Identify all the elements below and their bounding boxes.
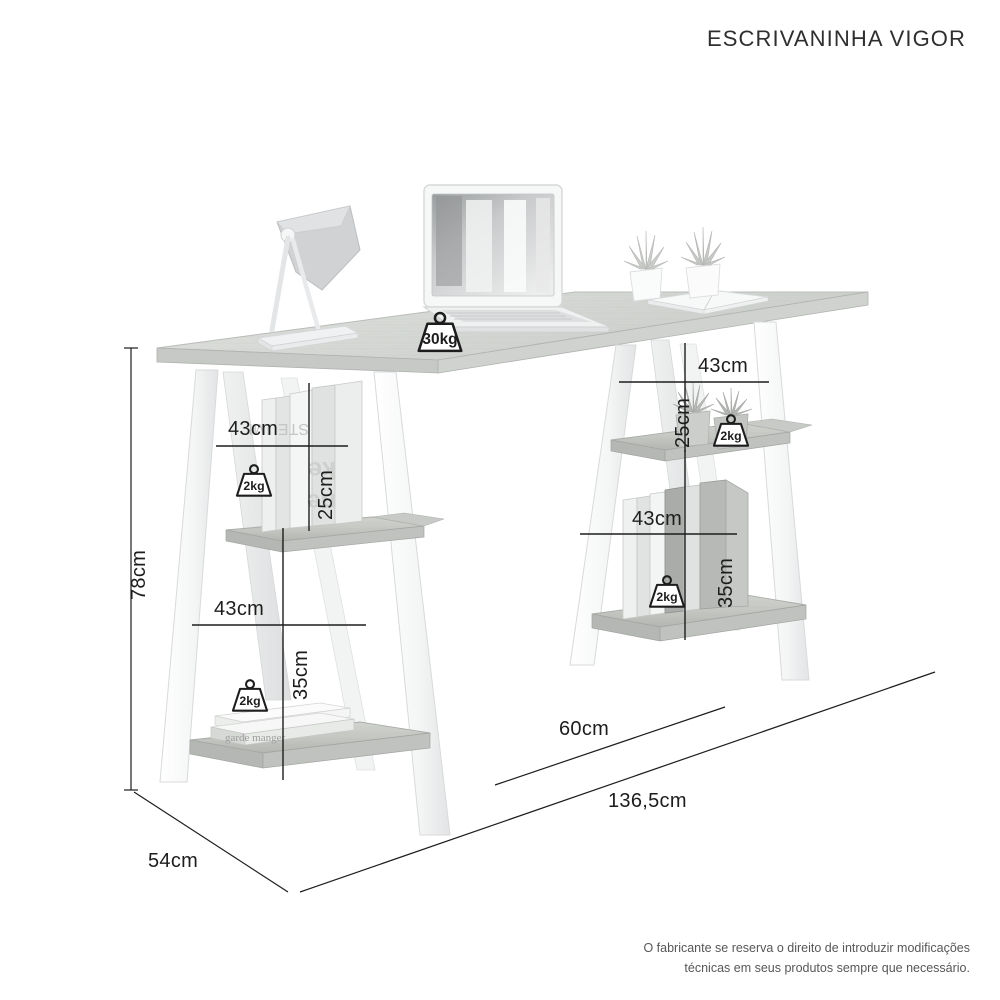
- disclaimer-line-1: O fabricante se reserva o direito de int…: [643, 941, 970, 956]
- dimension-left-upper-width: 43cm: [228, 418, 279, 440]
- weight-badge-left-lower: 2kg: [227, 678, 273, 714]
- left-upper-shelf: [225, 512, 445, 553]
- dimension-lines: [124, 343, 936, 893]
- svg-text:garde manger: garde manger: [225, 732, 285, 744]
- dimension-right-upper-height: 25cm: [672, 397, 694, 448]
- left-trestle: STEUMI ke ne garde manger: [159, 369, 451, 836]
- desktop-plants: [623, 226, 726, 302]
- dimension-total-height: 78cm: [128, 549, 150, 600]
- dimension-left-lower-height: 35cm: [290, 649, 312, 700]
- weight-badge-left-upper-label: 2kg: [243, 479, 264, 493]
- dimension-right-lower-height: 35cm: [715, 557, 737, 608]
- left-lower-shelf: [189, 721, 431, 769]
- svg-text:ke: ke: [308, 456, 336, 484]
- dimension-right-lower-width: 43cm: [632, 508, 683, 530]
- manufacturer-disclaimer: O fabricante se reserva o direito de int…: [643, 939, 970, 978]
- weight-badge-desktop-label: 30kg: [422, 331, 457, 348]
- svg-text:ne: ne: [307, 488, 336, 516]
- dimension-right-upper-width: 43cm: [698, 355, 749, 377]
- weight-badge-right-upper-label: 2kg: [720, 429, 741, 443]
- right-trestle: [569, 321, 813, 681]
- dimension-left-upper-height: 25cm: [315, 469, 337, 520]
- left-upper-books: STEUMI ke ne: [249, 380, 363, 533]
- weight-badge-right-lower-label: 2kg: [656, 590, 677, 604]
- laptop-computer: [422, 184, 611, 333]
- weight-badge-desktop: 30kg: [411, 310, 469, 355]
- disclaimer-line-2: técnicas em seus produtos sempre que nec…: [684, 960, 970, 975]
- dimension-total-width: 136,5cm: [608, 790, 687, 812]
- right-lower-shelf: [591, 593, 807, 642]
- dimension-depth: 54cm: [148, 850, 199, 872]
- weight-badge-right-upper: 2kg: [708, 413, 754, 449]
- weight-badge-left-upper: 2kg: [231, 463, 277, 499]
- dimension-left-lower-width: 43cm: [214, 598, 265, 620]
- dimension-inner-width: 60cm: [559, 718, 610, 740]
- desk-lamp: [256, 205, 361, 352]
- weight-badge-left-lower-label: 2kg: [239, 694, 260, 708]
- right-lower-books: [622, 479, 749, 620]
- page-title: ESCRIVANINHA VIGOR: [707, 26, 966, 51]
- weight-badge-right-lower: 2kg: [644, 574, 690, 610]
- svg-text:STEUMI: STEUMI: [249, 420, 309, 437]
- open-book: [647, 289, 769, 315]
